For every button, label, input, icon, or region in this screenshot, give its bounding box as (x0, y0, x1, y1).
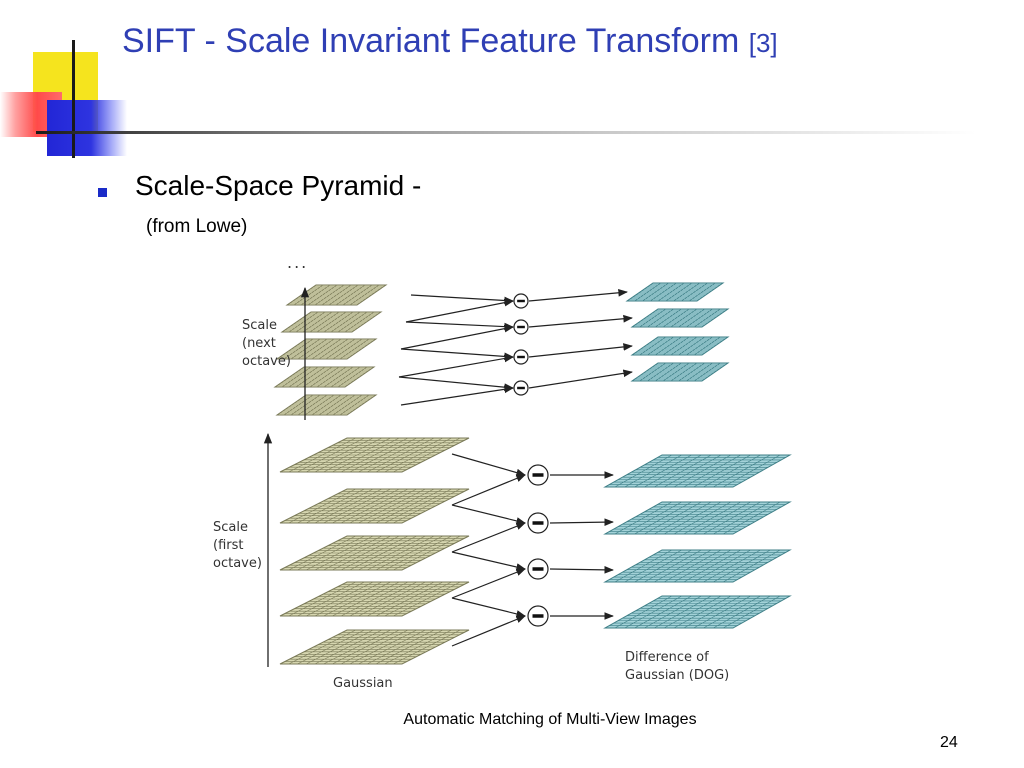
first-octave-minus-node-4 (527, 605, 549, 627)
first-octave-minus-node-2 (527, 512, 549, 534)
first-octave-minus-node-1 (527, 464, 549, 486)
next-octave-arrow-lower-1 (405, 298, 514, 323)
next-octave-gaussian-plane-5 (275, 394, 378, 416)
next-octave-dog-plane-1-grid (629, 282, 721, 302)
next-octave-minus-node-3 (513, 349, 529, 365)
next-octave-minus-node-1 (513, 293, 529, 309)
next-octave-gaussian-plane-2-grid (284, 311, 379, 333)
first-octave-arrow-upper-4 (451, 597, 526, 618)
first-octave-arrow-dog-3 (549, 566, 614, 574)
planes-group (273, 282, 792, 665)
first-octave-label: Scale (first octave) (213, 520, 262, 571)
first-octave-dog-plane-1-grid (609, 454, 786, 488)
first-octave-arrow-lower-4 (451, 615, 526, 647)
first-octave-arrow-upper-1 (451, 453, 526, 477)
next-octave-dog-plane-3 (630, 336, 730, 356)
decor-blue-square (47, 100, 127, 156)
next-octave-arrow-dog-3 (528, 343, 633, 358)
subtraction-nodes-group (513, 293, 549, 627)
next-octave-label-line-3: octave) (242, 354, 291, 369)
next-octave-gaussian-plane-3 (275, 338, 378, 360)
first-octave-arrow-upper-2 (451, 504, 526, 525)
first-octave-dog-plane-1-surface (603, 454, 792, 488)
first-octave-dog-plane-1 (603, 454, 792, 488)
first-octave-dog-plane-4 (603, 595, 792, 629)
next-octave-dog-plane-1-surface (625, 282, 725, 302)
dog-label-line-2: Gaussian (DOG) (625, 668, 729, 683)
next-octave-arrow-lower-4 (400, 385, 514, 406)
first-octave-dog-plane-3-grid (609, 549, 786, 583)
first-octave-gaussian-plane-2-grid (284, 488, 465, 524)
next-octave-arrow-upper-1 (410, 294, 514, 305)
next-octave-minus-node-2 (513, 319, 529, 335)
decor-vertical-line (72, 40, 75, 158)
first-octave-dog-plane-2 (603, 501, 792, 535)
next-octave-dog-plane-2-grid (634, 308, 726, 328)
next-octave-label-line-2: (next (242, 336, 276, 351)
first-octave-arrow-dog-2 (549, 518, 614, 526)
next-octave-dog-plane-2-surface (630, 308, 730, 328)
first-octave-dog-plane-4-surface (603, 595, 792, 629)
first-octave-label-line-3: octave) (213, 556, 262, 571)
next-octave-gaussian-plane-4 (273, 366, 376, 388)
dog-label: Difference of Gaussian (DOG) (625, 650, 729, 683)
first-octave-arrow-lower-3 (451, 568, 526, 599)
next-octave-arrow-upper-3 (400, 348, 514, 361)
page-number: 24 (940, 734, 958, 751)
first-octave-minus-node-3 (527, 558, 549, 580)
bullet-text: Scale-Space Pyramid - (135, 170, 422, 201)
next-octave-arrow-lower-2 (400, 324, 514, 350)
next-octave-label-line-1: Scale (242, 318, 277, 333)
next-octave-dog-plane-3-surface (630, 336, 730, 356)
first-octave-arrow-lower-2 (451, 522, 526, 553)
ellipsis-text: ... (287, 253, 308, 272)
scale-space-pyramid-diagram: ... Scale (next octave) Scale (first oct… (213, 253, 792, 691)
first-octave-dog-plane-2-surface (603, 501, 792, 535)
next-octave-label: Scale (next octave) (242, 318, 291, 369)
arrows-group (263, 286, 633, 667)
next-octave-dog-plane-2 (630, 308, 730, 328)
next-octave-gaussian-plane-2 (280, 311, 383, 333)
sub-bullet-text: (from Lowe) (146, 216, 248, 237)
slide-title-reference: [3] (748, 28, 778, 58)
title-underline (36, 131, 976, 134)
gaussian-label: Gaussian (333, 676, 393, 691)
next-octave-arrow-dog-1 (528, 288, 628, 302)
first-octave-gaussian-plane-3 (279, 535, 470, 571)
next-octave-dog-plane-1 (625, 282, 725, 302)
first-octave-arrow-lower-1 (451, 474, 526, 506)
first-octave-label-line-2: (first (213, 538, 243, 553)
next-octave-dog-plane-4-surface (630, 362, 730, 382)
first-octave-label-line-1: Scale (213, 520, 248, 535)
next-octave-dog-plane-4 (630, 362, 730, 382)
first-octave-arrow-upper-3 (451, 551, 526, 571)
first-octave-gaussian-plane-1 (279, 437, 470, 473)
slide-title-text: SIFT - Scale Invariant Feature Transform (122, 22, 740, 60)
next-octave-arrow-upper-2 (405, 321, 514, 331)
next-octave-arrow-dog-2 (528, 314, 633, 328)
first-octave-dog-plane-2-grid (609, 501, 786, 535)
first-octave-dog-plane-3 (603, 549, 792, 583)
footer-text: Automatic Matching of Multi-View Images (403, 711, 697, 728)
first-octave-dog-plane-3-surface (603, 549, 792, 583)
first-octave-gaussian-plane-4-grid (284, 581, 465, 617)
next-octave-dog-plane-4-grid (634, 362, 726, 382)
next-octave-minus-node-4 (513, 380, 529, 396)
next-octave-arrow-upper-4 (398, 376, 514, 391)
first-octave-gaussian-plane-1-grid (284, 437, 465, 473)
next-octave-arrow-lower-3 (398, 354, 514, 378)
first-octave-gaussian-plane-2 (279, 488, 470, 524)
first-octave-dog-plane-4-grid (609, 595, 786, 629)
next-octave-arrow-dog-4 (528, 369, 633, 389)
first-octave-gaussian-plane-5-grid (284, 629, 465, 665)
next-octave-gaussian-plane-1 (285, 284, 388, 306)
first-octave-gaussian-plane-3-grid (284, 535, 465, 571)
next-octave-gaussian-plane-4-grid (277, 366, 372, 388)
bullet-marker (98, 188, 107, 197)
first-octave-gaussian-plane-5 (279, 629, 470, 665)
first-octave-gaussian-plane-4 (279, 581, 470, 617)
next-octave-dog-plane-3-grid (634, 336, 726, 356)
dog-label-line-1: Difference of (625, 650, 709, 665)
slide-title: SIFT - Scale Invariant Feature Transform… (122, 22, 778, 61)
